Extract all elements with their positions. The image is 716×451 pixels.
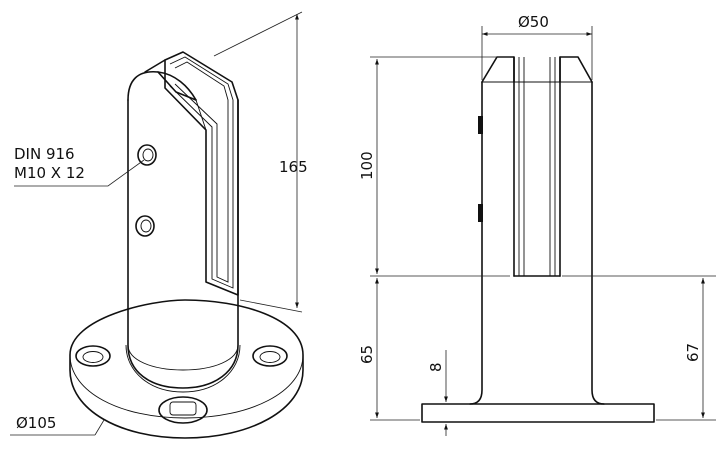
base-plate [421, 403, 655, 423]
dim-65-label: 65 [358, 345, 376, 364]
glass-slot [513, 56, 561, 277]
dim-165: 165 [213, 11, 308, 313]
callout-leader [14, 159, 145, 187]
dim-165-label: 165 [279, 158, 308, 176]
dim-100-label: 100 [358, 151, 376, 180]
base-flange [69, 299, 304, 439]
dim-105-label: Ø105 [16, 414, 56, 432]
dim-8: 8 [427, 350, 448, 436]
dim-105: Ø105 [10, 414, 105, 436]
callout-label-thread: M10 X 12 [14, 164, 85, 182]
dim-67-label: 67 [684, 343, 702, 362]
set-screw-top [137, 144, 157, 166]
bolt-hole-right [252, 345, 288, 367]
dim-50-label: Ø50 [518, 13, 549, 31]
dim-65: 65 [358, 278, 420, 421]
screw-mark-bottom [478, 204, 483, 222]
dim-50: Ø50 [481, 13, 593, 80]
bolt-hole-left [75, 345, 111, 367]
dim-67: 67 [562, 275, 716, 421]
post-body [127, 51, 239, 389]
callout-label-din: DIN 916 [14, 145, 75, 163]
dim-8-label: 8 [427, 362, 445, 372]
set-screw-bottom [135, 215, 155, 237]
front-view: Ø50 100 65 8 67 [358, 13, 716, 436]
bolt-hole-front [158, 396, 208, 424]
isometric-view: DIN 916 M10 X 12 165 Ø105 [10, 11, 308, 439]
screw-mark-top [478, 116, 483, 134]
dim-100: 100 [358, 56, 510, 277]
